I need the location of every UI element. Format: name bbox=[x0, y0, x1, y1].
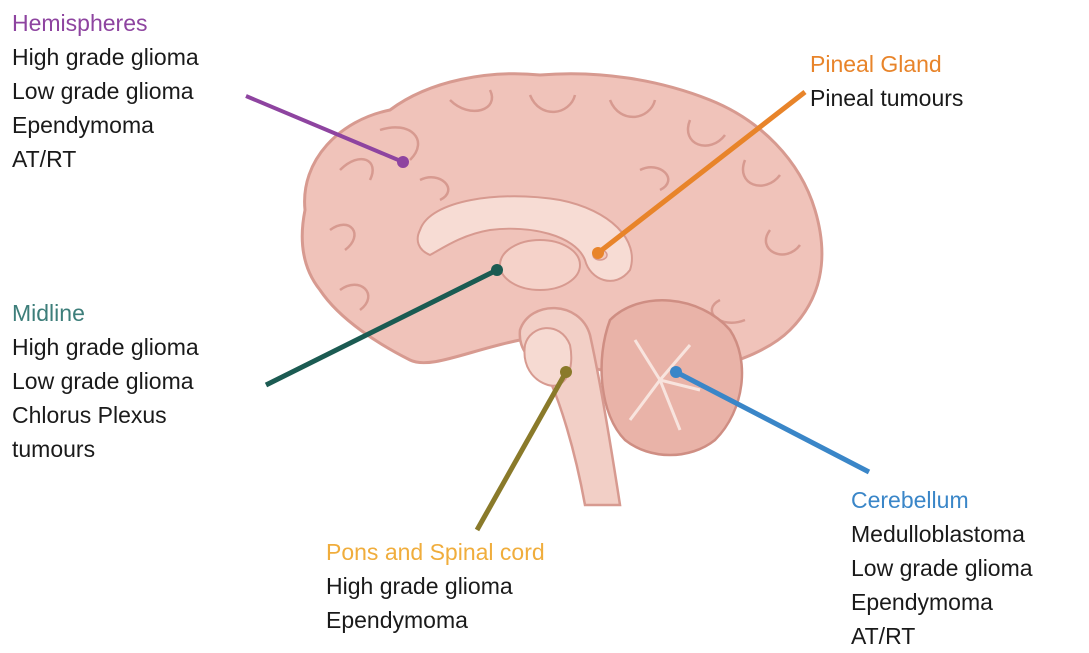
hemispheres-item: Low grade glioma bbox=[12, 74, 199, 108]
hemispheres-label: Hemispheres High grade glioma Low grade … bbox=[12, 6, 199, 176]
thalamus bbox=[500, 240, 580, 290]
cerebellum-label: Cerebellum Medulloblastoma Low grade gli… bbox=[851, 483, 1033, 653]
midline-item: Low grade glioma bbox=[12, 364, 199, 398]
hemispheres-item: High grade glioma bbox=[12, 40, 199, 74]
midline-dot bbox=[491, 264, 503, 276]
midline-title: Midline bbox=[12, 296, 199, 330]
cerebellum-shape bbox=[602, 300, 742, 455]
hemispheres-item: AT/RT bbox=[12, 142, 199, 176]
midline-item: High grade glioma bbox=[12, 330, 199, 364]
midline-label: Midline High grade glioma Low grade glio… bbox=[12, 296, 199, 466]
cerebellum-item: Low grade glioma bbox=[851, 551, 1033, 585]
pineal-item: Pineal tumours bbox=[810, 81, 963, 115]
pons-dot bbox=[560, 366, 572, 378]
pineal-label: Pineal Gland Pineal tumours bbox=[810, 47, 963, 115]
pons-title: Pons and Spinal cord bbox=[326, 535, 545, 569]
pons-label: Pons and Spinal cord High grade glioma E… bbox=[326, 535, 545, 637]
cerebellum-dot bbox=[670, 366, 682, 378]
cerebellum-title: Cerebellum bbox=[851, 483, 1033, 517]
pons-item: Ependymoma bbox=[326, 603, 545, 637]
hemispheres-title: Hemispheres bbox=[12, 6, 199, 40]
midline-item: Chlorus Plexus bbox=[12, 398, 199, 432]
pons-pointer bbox=[477, 372, 566, 530]
pons-item: High grade glioma bbox=[326, 569, 545, 603]
pineal-dot bbox=[592, 247, 604, 259]
hemispheres-dot bbox=[397, 156, 409, 168]
cerebellum-item: AT/RT bbox=[851, 619, 1033, 653]
cerebellum-item: Medulloblastoma bbox=[851, 517, 1033, 551]
pineal-title: Pineal Gland bbox=[810, 47, 963, 81]
hemispheres-item: Ependymoma bbox=[12, 108, 199, 142]
cerebellum-item: Ependymoma bbox=[851, 585, 1033, 619]
midline-item: tumours bbox=[12, 432, 199, 466]
